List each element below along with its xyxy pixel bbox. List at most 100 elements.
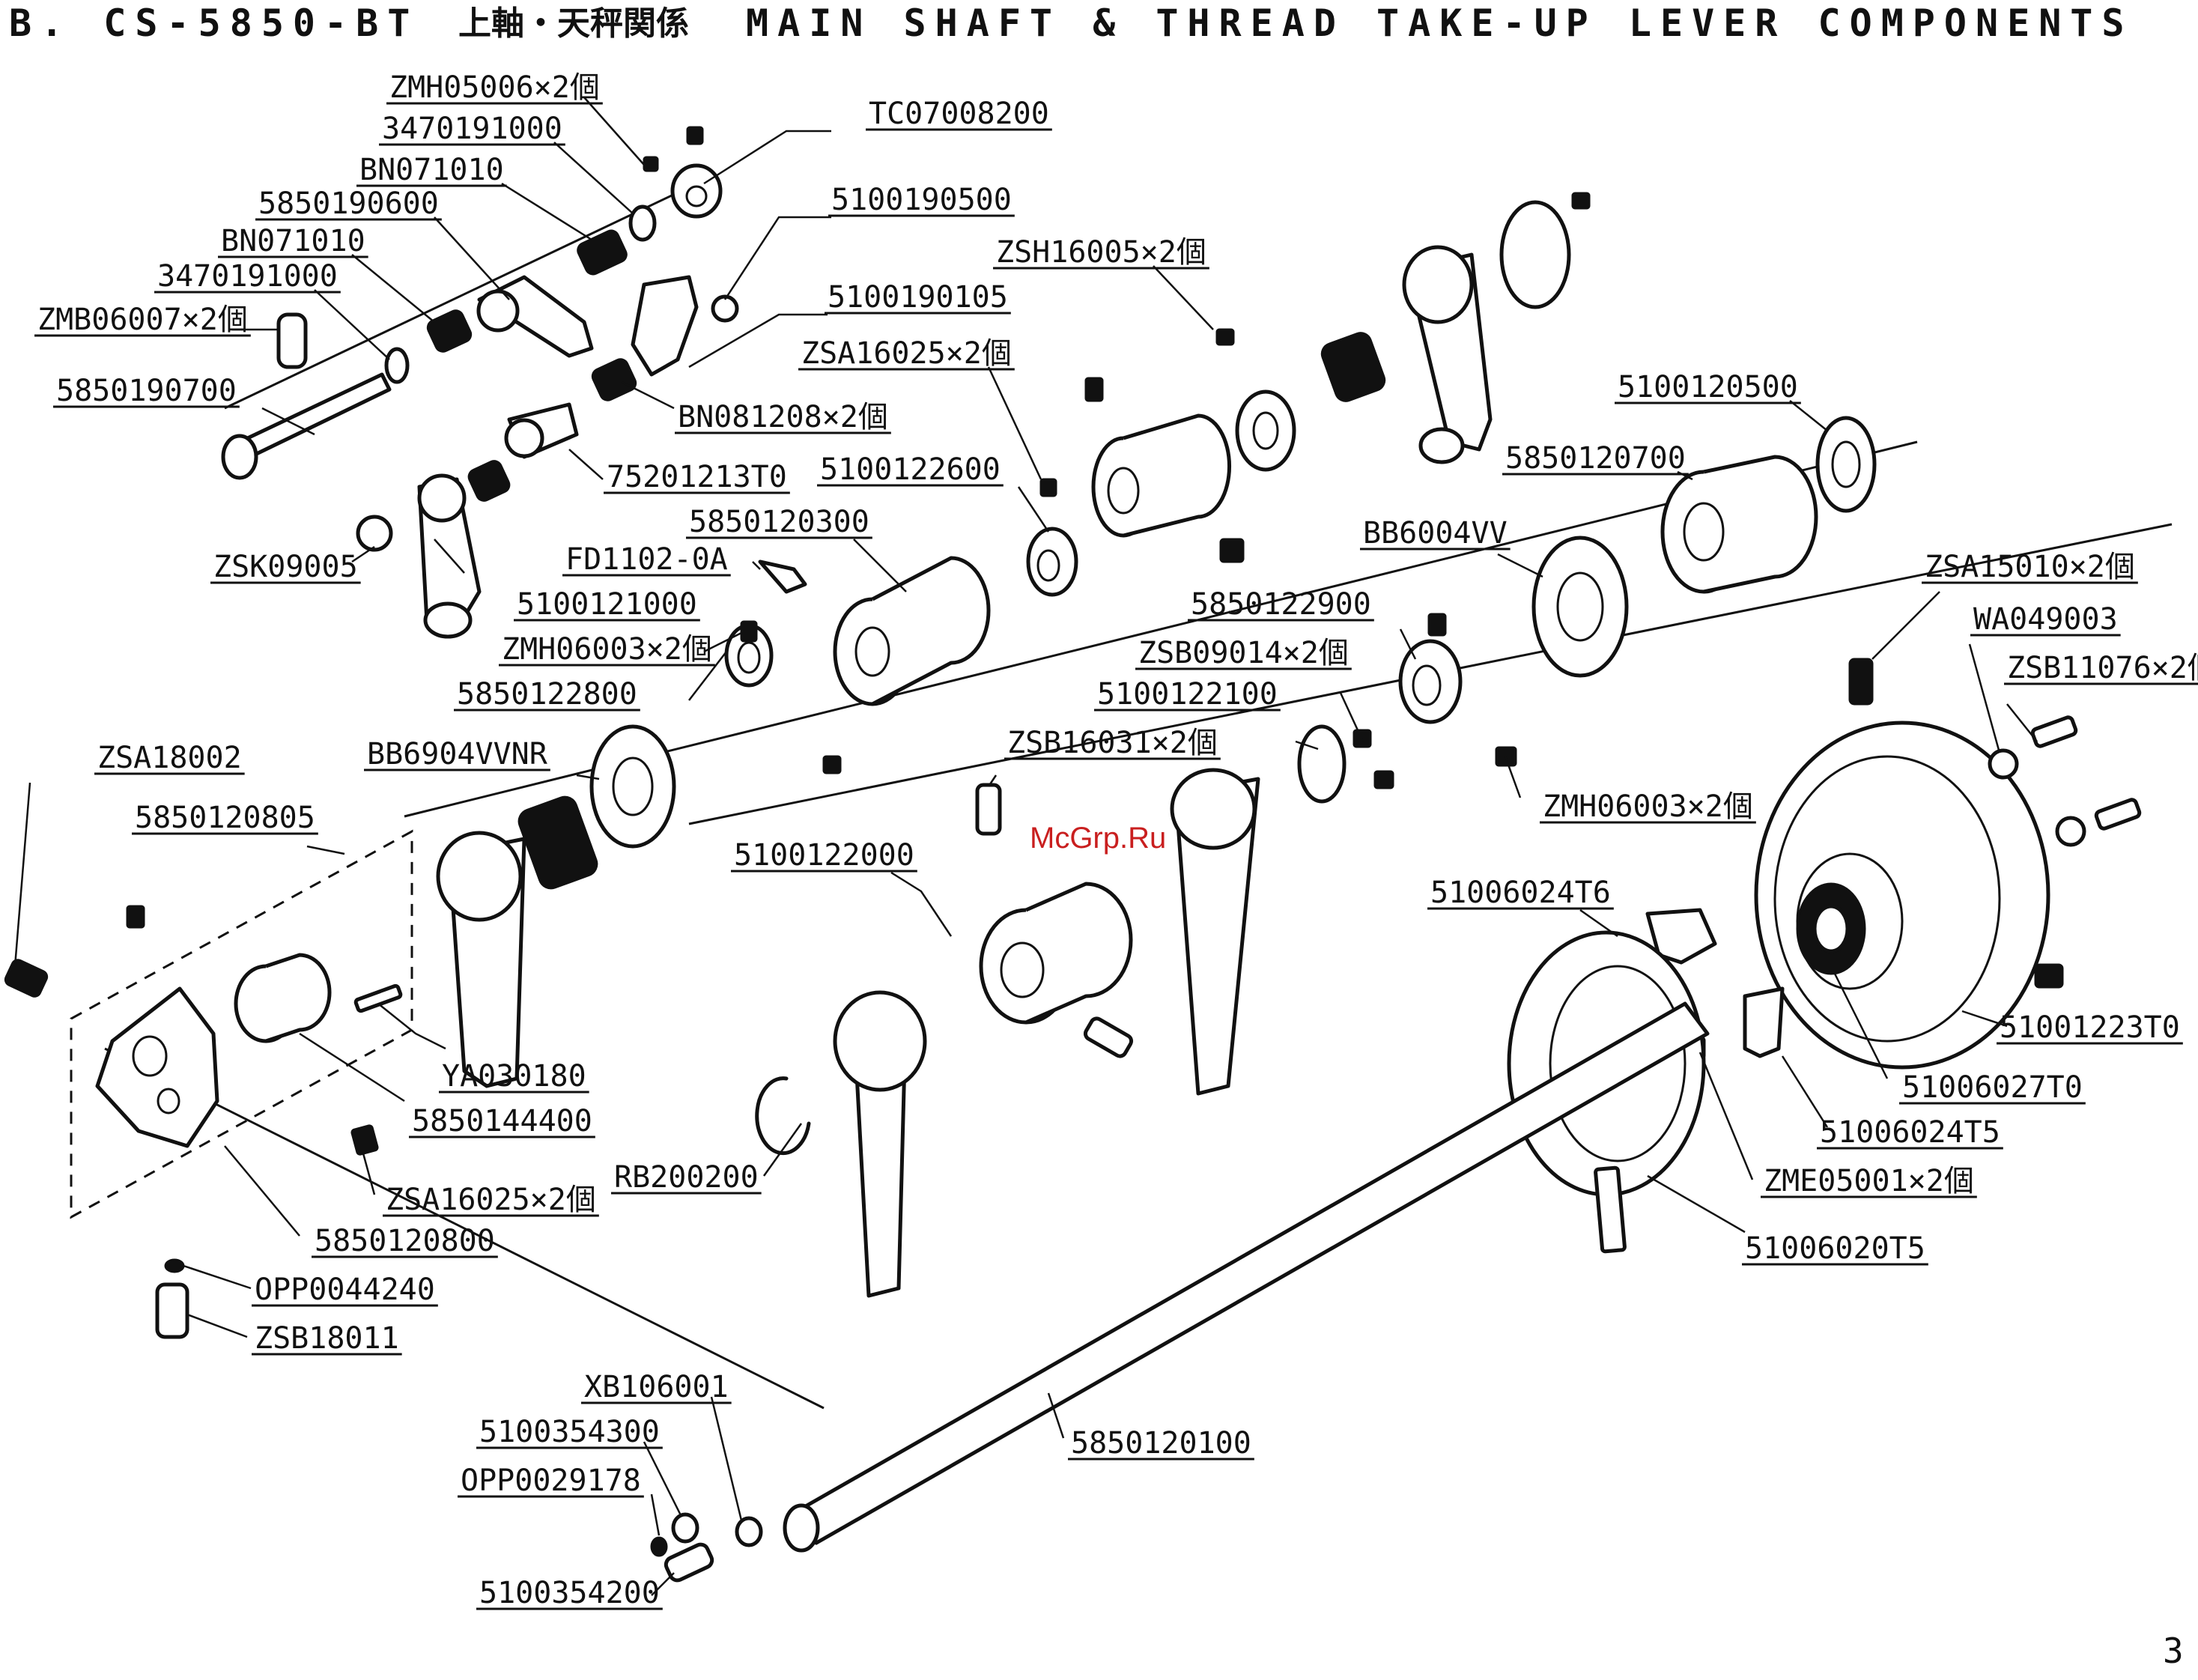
part-number-label: ZMH05006×2個 xyxy=(389,70,600,105)
washer-wa049003 xyxy=(1988,748,2019,780)
part-number-label: 5850190700 xyxy=(56,374,237,408)
link-5100190105 xyxy=(631,275,699,377)
part-callout: ZSA16025×2個 xyxy=(798,336,1015,371)
part-callout: 5850190700 xyxy=(53,374,240,408)
part-callout: OPP0029178 xyxy=(458,1464,644,1498)
part-callout: 5850120800 xyxy=(312,1224,498,1258)
part-callout: ZSK09005 xyxy=(210,550,361,584)
part-callout: ZSH16005×2個 xyxy=(993,235,1209,270)
part-callout: 5850120805 xyxy=(132,801,318,835)
retaining-ring-rb200200 xyxy=(755,1076,811,1156)
part-number-label: 5850122800 xyxy=(457,677,637,712)
part-callout: ZSA18002 xyxy=(94,741,245,775)
part-number-label: ZSB09014×2個 xyxy=(1138,636,1349,670)
nut-5100190500 xyxy=(711,294,739,323)
part-number-label: BN071010 xyxy=(359,153,504,187)
collar-zsh xyxy=(1235,389,1296,472)
part-number-label: RB200200 xyxy=(614,1160,759,1195)
part-callout: 51001223T0 xyxy=(1997,1010,2183,1045)
part-callout: ZSB11076×2個 xyxy=(2004,651,2198,685)
part-number-label: ZSA15010×2個 xyxy=(1925,550,2135,584)
upper-shaft-axis xyxy=(224,186,690,410)
part-number-label: 3470191000 xyxy=(382,112,562,146)
ring-opp0029178 xyxy=(650,1536,668,1557)
screw-zmh05006 xyxy=(643,156,659,172)
collar-5850122900 xyxy=(1398,639,1463,724)
collar-5100122600 xyxy=(1026,527,1078,597)
bearing-bn081208 xyxy=(591,358,637,401)
part-number-label: 5850144400 xyxy=(412,1104,592,1138)
part-number-label: 3470191000 xyxy=(157,259,338,294)
part-callout: BN081208×2個 xyxy=(675,400,891,434)
part-callout: 51006027T0 xyxy=(1899,1070,2086,1105)
part-number-label: ZMH06003×2個 xyxy=(1543,789,1753,824)
part-number-label: 5100190105 xyxy=(828,280,1008,315)
part-callout: 5850120100 xyxy=(1068,1426,1254,1461)
part-number-label: ZSB16031×2個 xyxy=(1007,726,1218,760)
part-callout: BN071010 xyxy=(218,224,368,258)
part-number-label: FD1102-0A xyxy=(565,542,728,577)
part-number-label: 5100121000 xyxy=(517,587,697,622)
part-callout: 5100354200 xyxy=(476,1576,663,1610)
part-callout: ZSA15010×2個 xyxy=(1922,550,2138,584)
part-number-label: 5100354200 xyxy=(479,1576,660,1610)
part-callout: FD1102-0A xyxy=(562,542,731,577)
part-number-label: BB6004VV xyxy=(1363,516,1508,551)
part-callout: ZSB18011 xyxy=(252,1321,402,1356)
bearing-5100120500 xyxy=(1815,416,1877,513)
part-callout: XB106001 xyxy=(581,1370,732,1404)
washer-3470191000-b xyxy=(384,347,410,384)
pin-5850190700 xyxy=(237,372,392,461)
part-callout: 5850190600 xyxy=(255,187,442,221)
part-number-label: ZMB06007×2個 xyxy=(37,303,248,337)
part-number-label: OPP0029178 xyxy=(461,1464,641,1498)
main-shaft-5850120100 xyxy=(792,1001,1710,1545)
part-callout: TC07008200 xyxy=(866,97,1052,131)
part-number-label: 51006024T6 xyxy=(1430,876,1611,910)
part-callout: 5100190500 xyxy=(828,183,1015,217)
part-callout: 5850120700 xyxy=(1502,441,1689,476)
part-callout: 51006020T5 xyxy=(1742,1231,1928,1266)
bearing-bb6904vvnr xyxy=(589,724,676,849)
part-callout: RB200200 xyxy=(611,1160,762,1195)
needle-bearing xyxy=(467,460,511,502)
screw-zsb18011 xyxy=(155,1282,189,1339)
bearing-bb6004vv xyxy=(1531,536,1629,678)
part-callout: YA030180 xyxy=(439,1059,589,1094)
part-callout: ZMH06003×2個 xyxy=(499,632,715,667)
part-number-label: 51006020T5 xyxy=(1745,1231,1925,1266)
part-callout: ZMH06003×2個 xyxy=(1540,789,1756,824)
watermark: McGrp.Ru xyxy=(1030,822,1166,855)
part-number-label: ZSA16025×2個 xyxy=(801,336,1012,371)
pin-ya030180 xyxy=(353,983,403,1013)
title-japanese: 上軸・天秤関係 xyxy=(458,4,689,43)
part-callout: BB6004VV xyxy=(1360,516,1511,551)
bush-5100354300 xyxy=(671,1512,699,1544)
part-callout: 3470191000 xyxy=(154,259,341,294)
part-callout: 5100122600 xyxy=(817,452,1004,487)
part-callout: 3470191000 xyxy=(379,112,565,146)
part-callout: BB6904VVNR xyxy=(364,737,550,771)
needle-bearing-bn071010-b xyxy=(426,309,473,353)
part-number-label: XB106001 xyxy=(584,1370,729,1404)
part-number-label: ZME05001×2個 xyxy=(1764,1164,1974,1198)
part-number-label: 5850122900 xyxy=(1191,587,1371,622)
needle-roller xyxy=(517,795,598,890)
crank-5850120800 xyxy=(95,986,219,1148)
thread-lever-axis xyxy=(104,1047,825,1410)
part-callout: 5850120300 xyxy=(686,505,872,539)
part-callout: WA049003 xyxy=(1970,602,2121,637)
part-callout: 51006024T6 xyxy=(1427,876,1614,910)
page-number: 3 xyxy=(2163,1631,2184,1671)
needle-bearing-bn071010 xyxy=(577,229,628,276)
screw-zsk09005 xyxy=(356,515,393,552)
part-number-label: 5100190500 xyxy=(831,183,1012,217)
part-number-label: 51006027T0 xyxy=(1902,1070,2083,1105)
part-callout: 5850122800 xyxy=(454,677,640,712)
part-number-label: 5850120805 xyxy=(135,801,315,835)
counterweight-51006024T6 xyxy=(1645,908,1717,965)
part-callout: ZSB09014×2個 xyxy=(1135,636,1352,670)
part-labels: ZMH05006×2個TC070082003470191000BN0710105… xyxy=(34,70,2198,1610)
